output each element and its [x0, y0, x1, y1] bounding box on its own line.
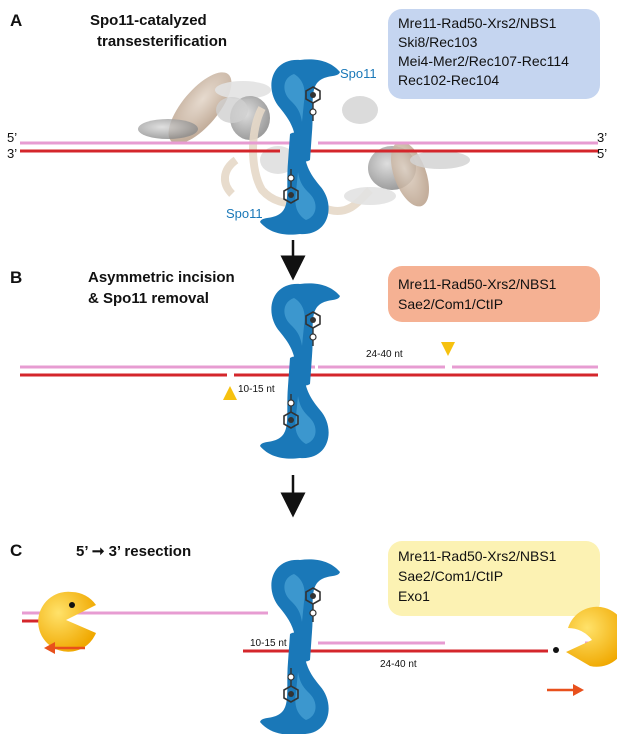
panel-a-dna [20, 141, 598, 153]
panel-a-title-line-1: Spo11-catalyzed [90, 12, 207, 29]
panel-b-title-line-1: Asymmetric incision [88, 269, 235, 286]
panel-b-dna [20, 365, 598, 377]
spo11-bottom-label: Spo11 [226, 206, 263, 221]
panel-a-left-3-end: 3’ [7, 146, 17, 161]
panel-a-title-line-2: transesterification [97, 33, 227, 50]
panel-b-short-tract-label: 10-15 nt [238, 384, 275, 395]
panel-b-title-line-2: & Spo11 removal [88, 290, 209, 307]
accessory-protein-complex [138, 72, 470, 215]
panel-b-protein-2: Sae2/Com1/CtIP [398, 296, 503, 312]
panel-a-protein-2: Ski8/Rec103 [398, 34, 478, 50]
panel-c: C 5’ ➞ 3’ resection Mre11-Rad50-Xrs2/NBS… [10, 541, 617, 734]
panel-a-left-5-end: 5’ [7, 130, 17, 145]
resection-direction-arrow-icon [44, 642, 85, 654]
nuclease-pacman-icon [38, 591, 96, 652]
panel-b-protein-1: Mre11-Rad50-Xrs2/NBS1 [398, 276, 557, 292]
incision-site-marker-icon [441, 342, 455, 356]
panel-b: B Asymmetric incision & Spo11 removal Mr… [10, 266, 600, 459]
panel-c-protein-box [388, 541, 600, 616]
panel-b-letter: B [10, 268, 22, 287]
panel-b-protein-box [388, 266, 600, 322]
resection-direction-arrow-icon [547, 684, 584, 696]
panel-a-right-5-end: 5’ [597, 146, 607, 161]
panel-a-right-3-end: 3’ [597, 130, 607, 145]
panel-a-protein-3: Mei4-Mer2/Rec107-Rec114 [398, 53, 569, 69]
panel-c-protein-2: Sae2/Com1/CtIP [398, 568, 503, 584]
panel-c-long-tract-label: 24-40 nt [380, 659, 417, 670]
panel-c-short-tract-label: 10-15 nt [250, 638, 287, 649]
panel-c-protein-3: Exo1 [398, 588, 430, 604]
panel-b-long-tract-label: 24-40 nt [366, 349, 403, 360]
panel-a: A Spo11-catalyzed transesterification Mr… [7, 9, 607, 235]
panel-a-protein-4: Rec102-Rec104 [398, 72, 499, 88]
panel-c-letter: C [10, 541, 22, 560]
panel-a-protein-box [388, 9, 600, 99]
incision-site-marker-icon [223, 386, 237, 400]
spo11-top-label: Spo11 [340, 66, 377, 81]
panel-c-title: 5’ ➞ 3’ resection [76, 543, 191, 560]
panel-c-protein-1: Mre11-Rad50-Xrs2/NBS1 [398, 548, 557, 564]
spo11-dimer-icon [260, 283, 340, 459]
panel-a-protein-1: Mre11-Rad50-Xrs2/NBS1 [398, 15, 557, 31]
nuclease-pacman-icon [553, 606, 617, 667]
panel-a-letter: A [10, 11, 22, 30]
